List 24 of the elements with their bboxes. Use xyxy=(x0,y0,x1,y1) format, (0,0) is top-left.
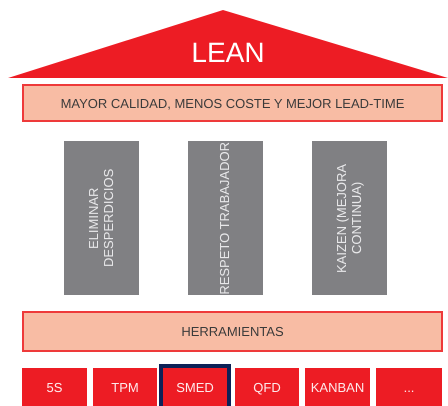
pillar-label: ELIMINAR DESPERDICIOS xyxy=(86,168,116,270)
pillar-box xyxy=(312,141,387,295)
box-label: KANBAN xyxy=(310,380,364,394)
tools-banner xyxy=(22,311,443,352)
tool-box xyxy=(305,368,370,406)
box-label: MAYOR CALIDAD, MENOS COSTE Y MEJOR LEAD-TIME xyxy=(60,96,404,110)
tool-box xyxy=(163,368,227,406)
roof-title: LEAN xyxy=(191,37,265,69)
tool-box xyxy=(376,368,442,406)
box-label: TPM xyxy=(111,380,139,394)
box-label: SMED xyxy=(176,380,214,394)
roof-triangle xyxy=(8,10,448,78)
tool-box xyxy=(93,368,157,406)
goal-banner xyxy=(22,84,443,122)
pillar-box xyxy=(188,141,263,295)
tool-box xyxy=(235,368,299,406)
box-label: HERRAMIENTAS xyxy=(181,324,284,339)
box-label: QFD xyxy=(253,380,281,394)
box-label: ... xyxy=(404,380,414,394)
tool-box xyxy=(22,368,87,406)
pillar-box xyxy=(64,141,139,295)
box-label: 5S xyxy=(46,380,62,394)
pillar-label: KAIZEN (MEJORA CONTINUA) xyxy=(334,162,364,275)
pillar-label: RESPETO TRABAJADOR xyxy=(218,142,233,294)
